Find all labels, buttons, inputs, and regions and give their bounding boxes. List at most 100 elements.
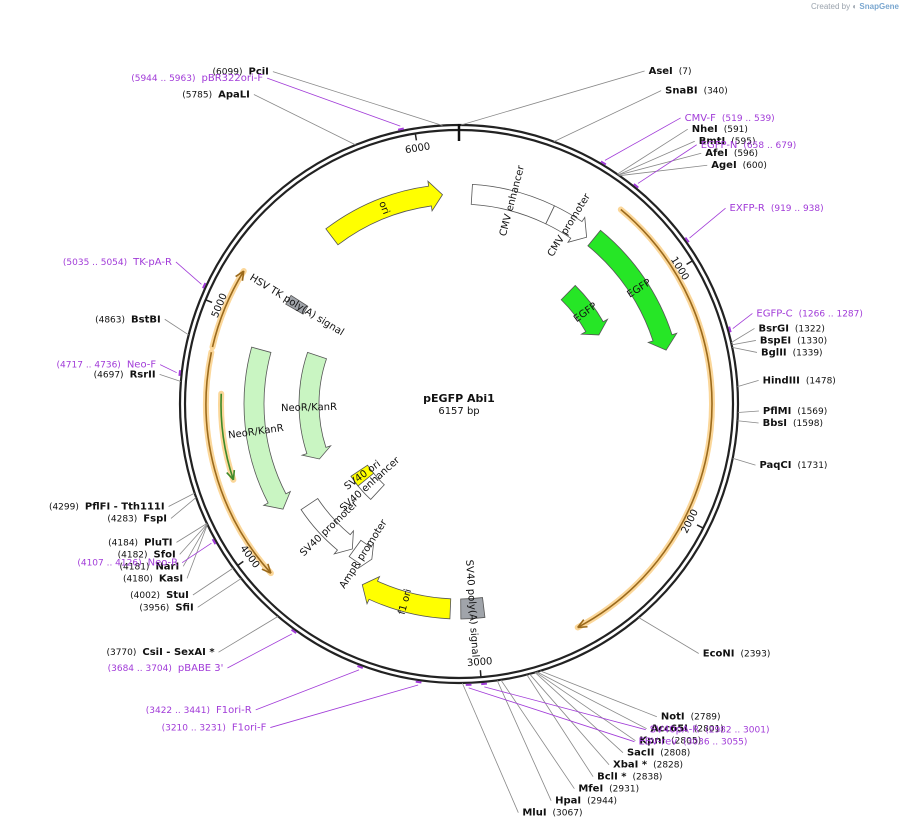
site-name: MfeI (578, 784, 603, 795)
orf-arcs (203, 206, 715, 631)
site-name: CsiI - SexAI * (142, 647, 215, 658)
site-name: PciI (248, 67, 268, 78)
site-position: (2944) (587, 797, 617, 807)
feature-ampr-promoter (348, 539, 375, 569)
site-leader-line (496, 680, 552, 801)
site-leader-line (529, 673, 610, 765)
feature-cmv-promoter (545, 205, 588, 243)
site-position: (2828) (653, 761, 683, 771)
primer-marker (684, 236, 690, 243)
primer-leader-line (689, 207, 726, 239)
site-name: Acc65I (651, 724, 688, 735)
site-position: (595) (731, 137, 755, 147)
site-leader-line (197, 578, 242, 608)
primers: pBR322ori-F(5944 .. 5963)CMV-F(519 .. 53… (57, 73, 863, 748)
primer-position: (3422 .. 3441) (146, 706, 210, 716)
site-leader-line (732, 457, 756, 466)
primer-name: Neo-F (127, 360, 157, 371)
primer-marker (415, 680, 422, 684)
site-leader-line (553, 90, 662, 142)
plasmid-length: 6157 bp (438, 406, 479, 417)
primer-position: (4717 .. 4736) (57, 361, 121, 371)
site-leader-line (168, 492, 195, 507)
tick-mark (696, 524, 704, 529)
site-leader-line (737, 420, 759, 424)
site-position: (4184) (108, 538, 138, 548)
site-name: KpnI (639, 736, 665, 747)
site-leader-line (619, 164, 708, 177)
site-name: BclI * (597, 772, 627, 783)
site-position: (1339) (793, 348, 823, 358)
site-name: XbaI * (613, 760, 648, 771)
site-leader-line (192, 567, 234, 596)
feature-egfp (560, 284, 609, 336)
site-leader-line (535, 671, 636, 742)
primer-leader-line (255, 669, 360, 711)
site-name: BstBI (131, 314, 161, 325)
site-name: PflFI - Tth111I (85, 501, 165, 512)
tick-mark (237, 560, 244, 567)
feature-sv40-ori (350, 464, 375, 487)
restriction-sites: PciI(6099)AseI(7)SnaBI(340)NheI(591)BmtI… (49, 66, 836, 819)
site-position: (1330) (797, 336, 827, 346)
orf-arc (577, 208, 713, 629)
primer-marker (728, 326, 732, 333)
site-leader-line (272, 71, 443, 126)
site-position: (2801) (694, 725, 724, 735)
site-name: FspI (143, 513, 167, 524)
primer-name: EGFP-N (701, 140, 738, 151)
primer-position: (1266 .. 1287) (799, 309, 863, 319)
primer-leader-line (484, 686, 646, 731)
site-name: SfoI (154, 549, 176, 560)
site-position: (2808) (660, 749, 690, 759)
primer-name: CMV-F (685, 113, 716, 124)
site-position: (1569) (797, 407, 827, 417)
orf-arc (205, 351, 272, 574)
feature-sv40-poly-a-signal (460, 597, 486, 620)
site-position: (6099) (213, 68, 243, 78)
site-leader-line (618, 140, 695, 176)
site-name: PflMI (763, 406, 791, 417)
primer-name: pBABE 3' (178, 663, 224, 674)
primer-name: pBR322ori-F (202, 73, 264, 84)
tick-mark (205, 299, 213, 304)
site-leader-line (253, 94, 356, 146)
site-position: (1598) (793, 419, 823, 429)
site-leader-line (540, 670, 658, 718)
site-leader-line (186, 524, 208, 579)
site-leader-line (170, 497, 197, 519)
orf-arc (220, 393, 235, 481)
primer-name: EBV-rev (638, 737, 677, 748)
site-name: BspEI (760, 335, 791, 346)
site-position: (4181) (120, 562, 150, 572)
site-position: (600) (743, 161, 767, 171)
primer-marker (290, 628, 297, 634)
plasmid-name: pEGFP Abi1 (423, 392, 495, 405)
site-leader-line (732, 346, 758, 353)
site-name: PaqCI (759, 460, 791, 471)
snapgene-credit: Created by ◐ SnapGene (811, 2, 899, 11)
site-name: SnaBI (665, 86, 697, 97)
site-name: MluI (522, 808, 546, 819)
site-name: BmtI (699, 136, 726, 147)
site-name: BglII (761, 347, 787, 358)
site-position: (3770) (106, 648, 136, 658)
primer-marker (357, 665, 364, 669)
site-name: StuI (166, 590, 189, 601)
primer-marker (600, 160, 607, 166)
credit-brand: SnapGene (859, 2, 899, 11)
site-position: (596) (734, 149, 758, 159)
site-leader-line (534, 672, 624, 753)
site-leader-line (179, 523, 208, 555)
feature-f1-ori (361, 575, 452, 620)
site-name: BbsI (763, 418, 787, 429)
feature-label: ori (376, 200, 391, 216)
feature-neor-kanr (298, 351, 332, 460)
primer-name: EGFP-C (756, 308, 792, 319)
site-name: HindIII (763, 375, 800, 386)
primer-position: (3210 .. 3231) (162, 724, 226, 734)
orf-arc-glow (574, 206, 715, 631)
primer-name: F1ori-F (232, 723, 267, 734)
site-position: (1731) (798, 461, 828, 471)
